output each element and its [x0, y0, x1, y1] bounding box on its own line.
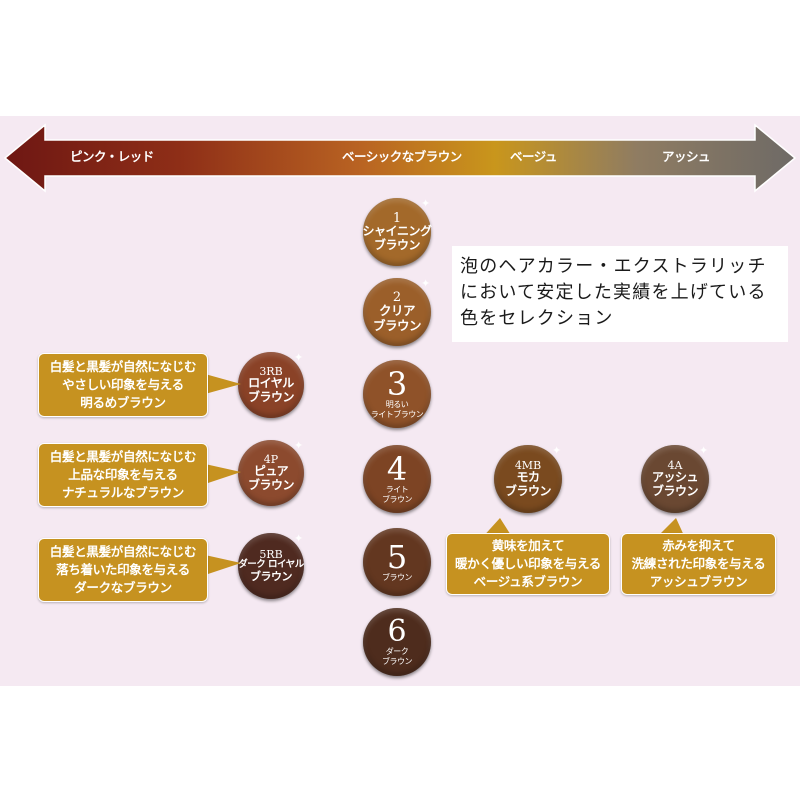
swatch-name: ダーク ロイヤル	[238, 558, 304, 570]
swatch-4a-ash-brown: 4A アッシュ ブラウン	[641, 445, 709, 513]
swatch-number: 1	[392, 210, 402, 226]
swatch-name: 明るい	[385, 400, 409, 410]
callout-tail	[205, 464, 241, 484]
swatch-5rb-dark-royal-brown: 5RB ダーク ロイヤル ブラウン	[238, 533, 304, 599]
swatch-name: ブラウン	[372, 317, 422, 333]
swatch-name: ブラウン	[250, 569, 293, 583]
spectrum-label-ash: アッシュ	[662, 149, 711, 164]
callout-line: 洗練された印象を与える	[631, 556, 766, 571]
callout-line: 暖かく優しい印象を与える	[454, 556, 602, 571]
spectrum-label-pink-red: ピンク・レッド	[70, 149, 154, 164]
callout-3rb: 白髪と黒髪が自然になじむ やさしい印象を与える 明るめブラウン	[38, 353, 208, 417]
swatch-name: ブラウン	[247, 477, 295, 492]
swatch-name: シャイニング	[362, 223, 433, 238]
swatch-2-clear-brown: 2 クリア ブラウン	[363, 278, 431, 346]
swatch-4mb-mocha-brown: 4MB モカ ブラウン	[494, 445, 562, 513]
swatch-number: 5RB	[259, 547, 283, 561]
callout-line: アッシュブラウン	[649, 574, 748, 589]
swatch-name: ピュア	[253, 463, 289, 478]
callout-line: ベージュ系ブラウン	[473, 574, 583, 589]
spectrum-label-beige: ベージュ	[510, 149, 557, 164]
callout-line: 白髪と黒髪が自然になじむ	[49, 449, 197, 464]
sparkle-icon: ✦	[699, 444, 709, 457]
callout-tail	[205, 555, 241, 575]
callout-line: 白髪と黒髪が自然になじむ	[49, 359, 197, 374]
swatch-name: ブラウン	[373, 237, 421, 252]
swatch-name: ダーク	[385, 647, 409, 657]
swatch-name: ブラウン	[382, 657, 413, 666]
swatch-name: ライト	[385, 485, 409, 495]
swatch-6-dark-brown: 6 ダーク ブラウン	[363, 608, 431, 676]
swatch-name: ブラウン	[651, 483, 699, 498]
sparkle-icon: ✦	[421, 197, 431, 210]
swatch-number: 5	[386, 538, 408, 577]
swatch-3-light-brown: 3 明るい ライトブラウン	[363, 360, 431, 428]
color-spectrum-arrow	[3, 123, 797, 193]
note-line: 泡のヘアカラー・エクストラリッチ	[460, 256, 767, 277]
swatch-4-light-brown: 4 ライト ブラウン	[363, 445, 431, 513]
callout-line: 白髪と黒髪が自然になじむ	[49, 544, 197, 559]
swatch-1-shining-brown: 1 シャイニング ブラウン	[362, 198, 433, 266]
note-line: において安定した実績を上げている	[460, 282, 767, 303]
sparkle-icon: ✦	[421, 277, 431, 290]
callout-tail	[205, 374, 241, 394]
swatch-number: 3RB	[259, 364, 283, 378]
swatch-5-brown: 5 ブラウン	[363, 528, 431, 596]
callout-line: ナチュラルなブラウン	[61, 485, 184, 500]
callout-line: ダークなブラウン	[74, 580, 172, 595]
swatch-name: ロイヤル	[248, 375, 294, 390]
callout-line: 落ち着いた印象を与える	[56, 562, 190, 577]
callout-line: 上品な印象を与える	[68, 467, 178, 482]
callout-line: やさしい印象を与える	[62, 377, 184, 392]
swatch-number: 6	[387, 614, 407, 650]
swatch-name: クリア	[378, 303, 416, 319]
callout-line: 明るめブラウン	[80, 395, 166, 410]
swatch-number: 4MB	[514, 458, 542, 472]
swatch-number: 4A	[667, 458, 683, 472]
swatch-name: ブラウン	[382, 573, 413, 583]
note-line: 色をセレクション	[460, 308, 614, 329]
spectrum-label-basic-brown: ベーシックなブラウン	[342, 149, 462, 164]
swatch-name: ブラウン	[247, 389, 295, 404]
sparkle-icon: ✦	[294, 351, 304, 364]
swatch-name: ライトブラウン	[370, 410, 424, 419]
callout-4mb: 黄味を加えて 暖かく優しい印象を与える ベージュ系ブラウン	[446, 533, 610, 595]
swatch-number: 3	[386, 365, 408, 404]
swatch-name: ブラウン	[504, 483, 552, 498]
swatch-number: 4	[386, 450, 408, 489]
swatch-number: 2	[392, 290, 402, 306]
callout-4a: 赤みを抑えて 洗練された印象を与える アッシュブラウン	[621, 533, 776, 595]
swatch-3rb-royal-brown: 3RB ロイヤル ブラウン	[238, 352, 304, 418]
callout-line: 黄味を加えて	[491, 538, 565, 553]
swatch-name: モカ	[516, 469, 540, 484]
description-note: 泡のヘアカラー・エクストラリッチ において安定した実績を上げている 色をセレクシ…	[452, 246, 788, 342]
swatch-name: アッシュ	[651, 469, 699, 484]
swatch-4p-pure-brown: 4P ピュア ブラウン	[238, 440, 304, 506]
callout-4p: 白髪と黒髪が自然になじむ 上品な印象を与える ナチュラルなブラウン	[38, 443, 208, 507]
sparkle-icon: ✦	[552, 444, 562, 457]
callout-5rb: 白髪と黒髪が自然になじむ 落ち着いた印象を与える ダークなブラウン	[38, 538, 208, 602]
sparkle-icon: ✦	[294, 532, 304, 545]
swatch-name: ブラウン	[382, 495, 413, 504]
sparkle-icon: ✦	[294, 439, 304, 452]
callout-line: 赤みを抑えて	[662, 538, 735, 553]
swatch-number: 4P	[263, 452, 279, 466]
